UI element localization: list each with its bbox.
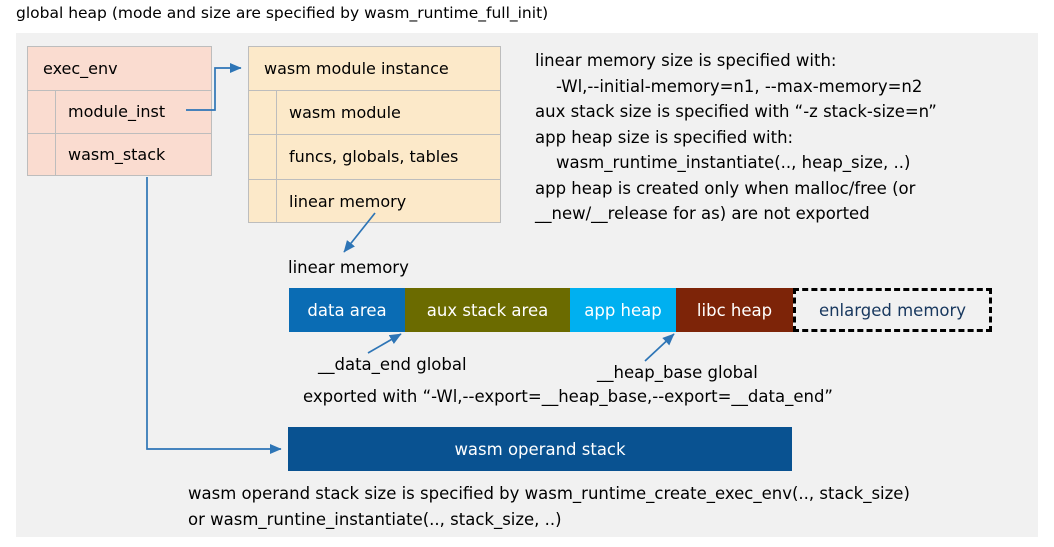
wasm-module-instance-box: wasm module instance wasm module funcs, … — [248, 46, 501, 223]
memory-segment-label: aux stack area — [426, 300, 549, 320]
memory-segment-label: app heap — [584, 300, 662, 320]
module-instance-field-linear-memory-label: linear memory — [289, 191, 407, 211]
exec-env-field-module-inst: module_inst — [28, 91, 211, 134]
module-instance-field-funcs-globals-tables: funcs, globals, tables — [249, 135, 500, 180]
wasm-operand-stack-bar: wasm operand stack — [288, 427, 792, 471]
memory-segment: data area — [289, 288, 405, 332]
page-title: global heap (mode and size are specified… — [16, 4, 549, 22]
exec-env-field-wasm-stack-label: wasm_stack — [68, 145, 166, 164]
module-instance-field-funcs-globals-tables-label: funcs, globals, tables — [289, 147, 459, 166]
memory-segment: aux stack area — [405, 288, 570, 332]
module-instance-header: wasm module instance — [249, 47, 500, 91]
indent-gutter — [249, 180, 277, 223]
exec-env-header: exec_env — [28, 47, 211, 91]
module-instance-header-label: wasm module instance — [264, 58, 449, 78]
exec-env-field-wasm-stack: wasm_stack — [28, 134, 211, 176]
memory-segment: enlarged memory — [793, 288, 992, 332]
memory-segment-label: data area — [307, 300, 387, 320]
indent-gutter — [249, 135, 277, 179]
exported-with-callout: exported with “-Wl,--export=__heap_base,… — [303, 387, 833, 406]
operand-stack-note: wasm operand stack size is specified by … — [188, 484, 910, 529]
heap-base-callout: __heap_base global — [597, 363, 758, 382]
memory-segment: app heap — [570, 288, 676, 332]
linear-memory-strip: data area aux stack area app heap libc heap… — [289, 288, 992, 332]
wasm-operand-stack-label: wasm operand stack — [454, 439, 626, 459]
exec-env-header-label: exec_env — [43, 58, 118, 78]
memory-config-note: linear memory size is specified with: -W… — [535, 51, 937, 223]
memory-segment-label: libc heap — [696, 300, 773, 320]
module-instance-field-linear-memory: linear memory — [249, 180, 500, 223]
memory-segment-label: enlarged memory — [818, 300, 967, 320]
indent-gutter — [28, 134, 56, 176]
module-instance-field-wasm-module: wasm module — [249, 91, 500, 135]
data-end-callout: __data_end global — [318, 355, 467, 374]
memory-segment: libc heap — [676, 288, 793, 332]
exec-env-box: exec_env module_inst wasm_stack — [27, 46, 212, 176]
indent-gutter — [249, 91, 277, 134]
module-instance-field-wasm-module-label: wasm module — [289, 102, 401, 122]
linear-memory-strip-label: linear memory — [288, 258, 409, 277]
exec-env-field-module-inst-label: module_inst — [68, 102, 166, 121]
indent-gutter — [28, 91, 56, 133]
